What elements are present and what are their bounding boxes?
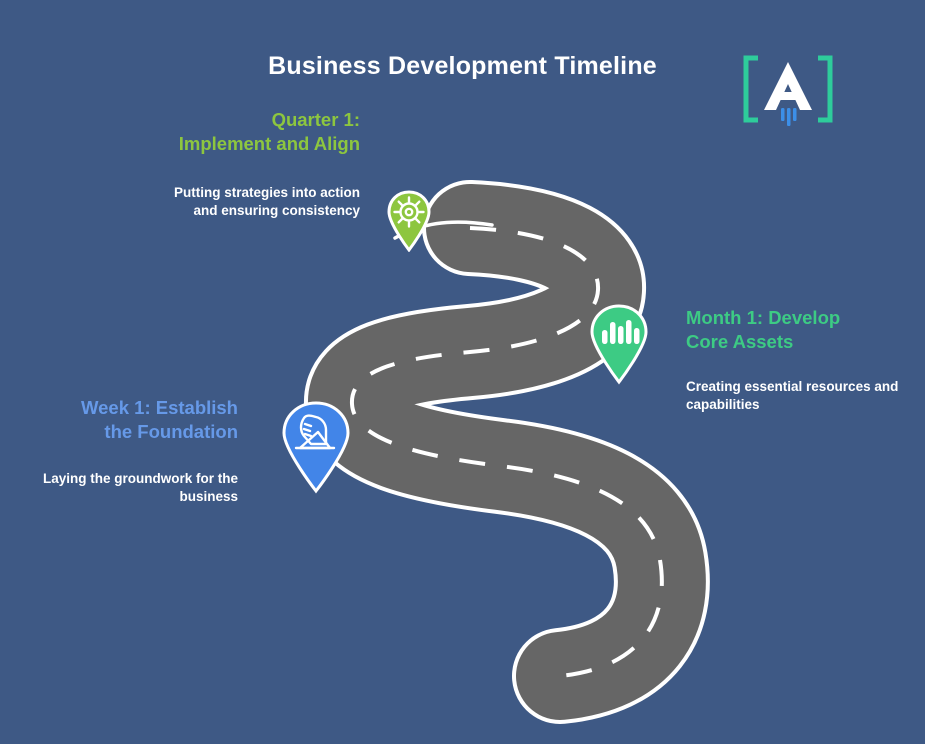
page-title: Business Development Timeline — [268, 52, 657, 80]
milestone-heading-week-1: Week 1: Establish the Foundation — [81, 397, 238, 442]
pin-body — [590, 304, 648, 385]
gear-icon — [393, 196, 425, 228]
milestone-description-month-1: Creating essential resources and capabil… — [686, 379, 899, 412]
bar-chart-icon — [602, 320, 640, 344]
map-pin-month-1[interactable] — [588, 303, 650, 385]
logo-letter-a-icon — [764, 62, 812, 110]
milestone-block-week-1: Week 1: Establish the Foundation Laying … — [40, 396, 238, 506]
milestone-heading-quarter-1: Quarter 1: Implement and Align — [178, 109, 360, 154]
logo-left-bracket-icon — [743, 55, 758, 123]
brand-logo — [743, 55, 833, 126]
map-pin-quarter-1[interactable] — [385, 190, 433, 252]
milestone-heading-month-1: Month 1: Develop Core Assets — [686, 307, 841, 352]
milestone-description-quarter-1: Putting strategies into action and ensur… — [173, 185, 360, 218]
logo-accent-bar-3 — [793, 108, 797, 121]
logo-right-bracket-icon — [818, 55, 833, 123]
map-pin-week-1[interactable] — [278, 400, 354, 494]
logo-accent-bar-1 — [781, 108, 785, 121]
running-shoe-icon — [294, 414, 336, 450]
logo-letter-a-crossbar — [778, 92, 798, 100]
milestone-block-month-1: Month 1: Develop Core Assets Creating es… — [686, 306, 902, 414]
milestone-block-quarter-1: Quarter 1: Implement and Align Putting s… — [148, 108, 360, 220]
logo-accent-bar-2 — [787, 108, 791, 126]
milestone-description-week-1: Laying the groundwork for the business — [43, 471, 238, 504]
road-body — [352, 228, 662, 676]
